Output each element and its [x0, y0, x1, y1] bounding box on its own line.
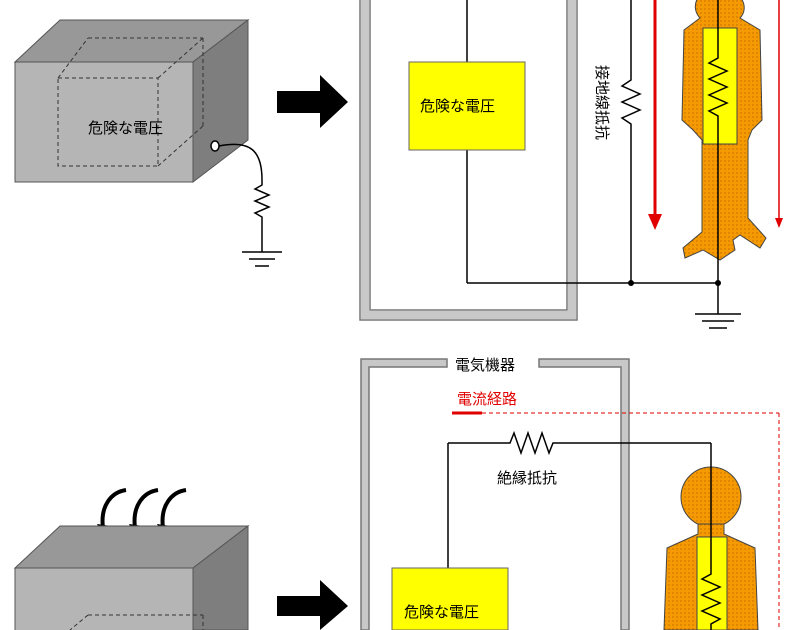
bottom-hazard-label: 危険な電圧 — [404, 603, 479, 621]
top-arrow-icon — [277, 75, 348, 128]
top-current-arrows — [648, 0, 783, 230]
bottom-device-box — [13, 524, 250, 630]
bottom-circuit-wires — [447, 430, 711, 568]
bottom-human-figure — [663, 443, 759, 630]
top-hazard-box — [408, 61, 526, 151]
top-circuit-wires — [466, 0, 741, 329]
insulation-resistance-label: 絶縁抵抗 — [497, 469, 557, 487]
top-device-box: 危険な電圧 — [13, 18, 250, 184]
top-hazard-label: 危険な電圧 — [420, 97, 495, 115]
top-box-ground-wire — [210, 140, 282, 267]
top-panel: 危険な電圧 — [13, 0, 783, 329]
ground-resistor-label: 接地線抵抗 — [593, 65, 611, 140]
bottom-hazard-box — [391, 567, 509, 630]
bottom-enclosure — [360, 358, 630, 630]
device-label: 電気機器 — [455, 356, 515, 374]
current-path-label: 電流経路 — [457, 390, 517, 408]
bottom-arrow-icon — [277, 580, 348, 630]
top-human-figure — [681, 0, 767, 283]
bottom-panel: 電気機器 電流経路 絶縁抵抗 危険な電圧 — [13, 356, 780, 630]
top-box-label: 危険な電圧 — [88, 119, 163, 137]
top-enclosure — [359, 0, 578, 321]
moisture-arrows-icon — [100, 488, 187, 529]
